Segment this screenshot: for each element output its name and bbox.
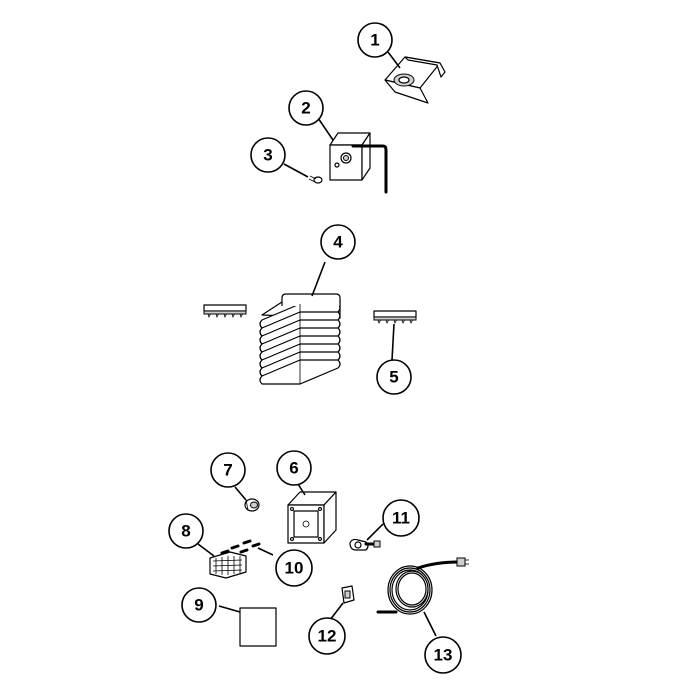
part-8-terminal-block[interactable] [209, 551, 247, 579]
part-3-screw[interactable] [308, 175, 323, 184]
callout-label-8: 8 [181, 522, 190, 541]
callout-6[interactable]: 6 [276, 450, 312, 486]
part-13-power-cord[interactable] [376, 557, 469, 615]
part-12-switch[interactable] [341, 585, 355, 604]
callout-label-4: 4 [333, 233, 343, 252]
leader-10 [257, 547, 274, 556]
part-5-coil-comb-left[interactable] [203, 304, 247, 319]
callout-13[interactable]: 13 [424, 636, 462, 674]
leader-5 [391, 323, 395, 361]
callout-9[interactable]: 9 [181, 587, 217, 623]
callout-label-7: 7 [223, 461, 232, 480]
leader-7 [234, 486, 247, 501]
callout-2[interactable]: 2 [288, 90, 324, 126]
callout-label-9: 9 [194, 596, 203, 615]
leader-1 [387, 51, 401, 69]
callout-5[interactable]: 5 [376, 359, 412, 395]
callout-label-1: 1 [370, 31, 379, 50]
callout-label-13: 13 [434, 646, 453, 665]
leader-9 [218, 605, 241, 613]
leader-4 [311, 261, 326, 297]
callout-label-11: 11 [392, 509, 410, 528]
part-1-bracket[interactable] [384, 56, 446, 104]
callout-8[interactable]: 8 [168, 513, 204, 549]
callout-label-2: 2 [301, 99, 310, 118]
callout-label-3: 3 [263, 146, 272, 165]
callout-label-6: 6 [289, 459, 298, 478]
leader-11 [366, 523, 384, 541]
leader-3 [283, 163, 309, 178]
callout-label-12: 12 [318, 627, 337, 646]
part-5-coil-comb-right[interactable] [373, 310, 417, 325]
part-2-thermostat-housing[interactable] [329, 132, 388, 194]
leader-12 [329, 602, 344, 621]
callout-4[interactable]: 4 [320, 224, 356, 260]
callout-1[interactable]: 1 [357, 22, 393, 58]
part-11-cord-clamp[interactable] [349, 538, 381, 551]
callout-11[interactable]: 11 [382, 499, 420, 537]
leader-6 [297, 483, 306, 496]
callout-10[interactable]: 10 [275, 549, 313, 587]
callout-12[interactable]: 12 [308, 617, 346, 655]
callout-label-10: 10 [285, 559, 304, 578]
callout-label-5: 5 [389, 368, 398, 387]
callout-7[interactable]: 7 [210, 452, 246, 488]
leader-2 [317, 117, 334, 141]
part-9-cover-plate[interactable] [239, 607, 277, 647]
part-7-strain-relief[interactable] [244, 498, 260, 512]
leader-8 [197, 543, 215, 557]
callout-3[interactable]: 3 [250, 137, 286, 173]
part-6-junction-box[interactable] [287, 491, 337, 544]
leader-13 [423, 611, 437, 637]
part-10-wire-nuts[interactable] [220, 539, 261, 555]
part-4-coil-assembly[interactable] [259, 293, 341, 385]
